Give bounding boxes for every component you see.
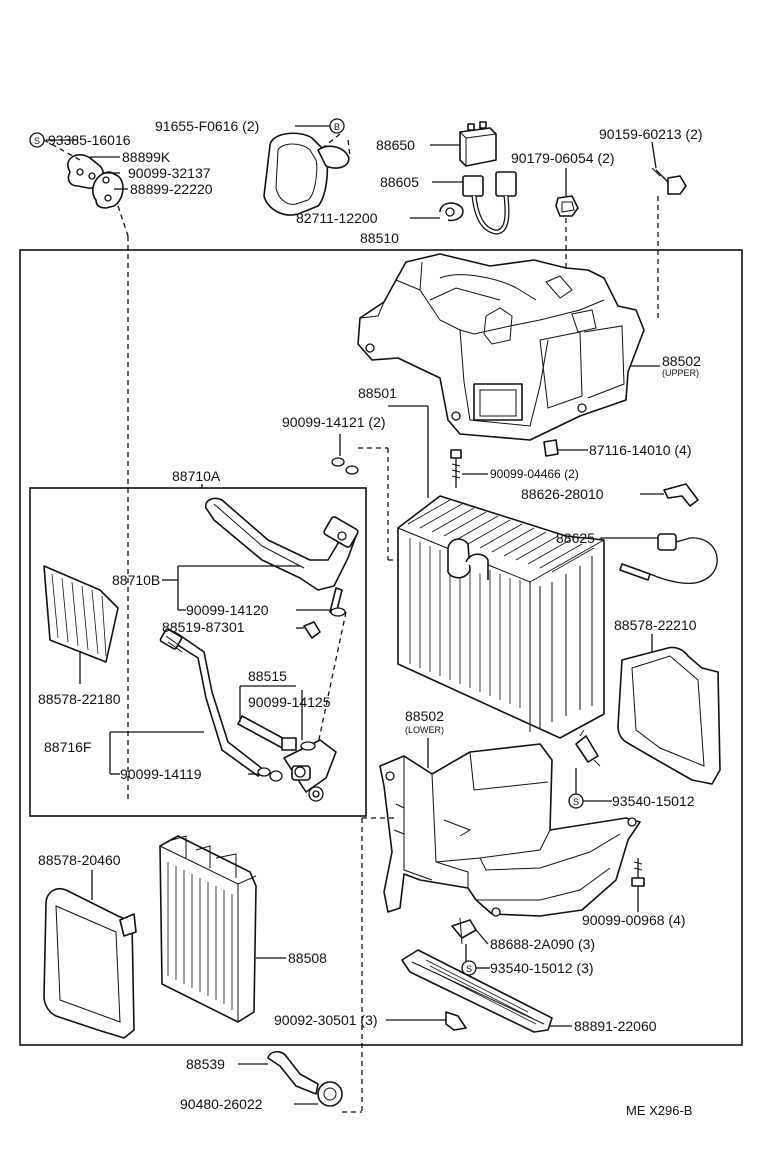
label-90099-14120: 90099-14120 (186, 602, 269, 618)
label-88716f: 88716F (44, 739, 91, 755)
label-88899-22220: 88899-22220 (130, 181, 213, 197)
label-90099-14125: 90099-14125 (248, 694, 331, 710)
label-88891-22060: 88891-22060 (574, 1018, 657, 1034)
label-90099-14119: 90099-14119 (120, 766, 202, 782)
label-88710b: 88710B (112, 572, 160, 588)
label-93385-16016: 93385-16016 (48, 132, 131, 148)
fitting-plate-88899k (67, 154, 104, 189)
label-90099-14121: 90099-14121 (2) (282, 414, 386, 430)
label-88502-upper-sub: (UPPER) (662, 368, 699, 378)
label-93540-15012: 93540-15012 (612, 793, 695, 809)
expansion-valve-88515 (237, 715, 337, 802)
symbol-s-right: S (568, 793, 584, 809)
label-88899k: 88899K (122, 149, 171, 165)
label-88650: 88650 (376, 137, 415, 153)
evaporator-88501 (397, 495, 605, 739)
label-88510: 88510 (360, 230, 399, 246)
label-88578-22180: 88578-22180 (38, 691, 121, 707)
label-88688-2a090: 88688-2A090 (3) (490, 936, 595, 952)
lower-case-88502 (379, 743, 641, 917)
label-90099-04466: 90099-04466 (2) (490, 467, 579, 481)
symbol-b: B (329, 118, 345, 134)
drain-hose-88539 (267, 1050, 319, 1095)
label-90179-06054: 90179-06054 (2) (511, 150, 615, 166)
footer-code: ME X296-B (626, 1103, 692, 1118)
label-88515: 88515 (248, 668, 287, 684)
clip-93540-right (575, 729, 601, 767)
thermistor-88625 (619, 533, 718, 584)
label-88501: 88501 (358, 385, 397, 401)
screw-90099-00968 (631, 858, 645, 887)
label-88605: 88605 (380, 174, 419, 190)
label-88578-22210: 88578-22210 (614, 617, 697, 633)
label-88625: 88625 (556, 530, 595, 546)
o-ring-90099-14120 (330, 607, 346, 617)
symbol-s-label: S (34, 136, 40, 146)
o-ring-90099-14125 (300, 741, 316, 751)
label-90480-26022: 90480-26022 (180, 1096, 263, 1112)
label-90092-30501: 90092-30501 (3) (274, 1012, 378, 1028)
seal-88578-22210 (617, 646, 721, 785)
pipe-88710b (204, 497, 359, 615)
grommet-90480 (317, 1081, 343, 1107)
symbol-b-label: B (334, 122, 340, 132)
label-88519-87301: 88519-87301 (162, 619, 245, 635)
label-88710a: 88710A (172, 468, 221, 484)
label-87116-14010: 87116-14010 (4) (589, 442, 691, 458)
label-88508: 88508 (288, 950, 327, 966)
clip-90179 (555, 195, 579, 217)
main-assembly-frame (19, 249, 743, 1046)
label-88502-lower: 88502 (405, 708, 444, 724)
label-88626-28010: 88626-28010 (521, 486, 604, 502)
filter-88578-22180 (43, 565, 119, 663)
fitting-plate-88899-22220 (92, 171, 124, 209)
clamp-82711 (439, 202, 464, 222)
label-88502-upper: 88502 (662, 353, 701, 369)
clip-88688 (451, 917, 477, 945)
clip-90092 (445, 1011, 467, 1031)
pipe-88716f (159, 628, 265, 777)
label-88539: 88539 (186, 1056, 225, 1072)
upper-case-88502 (357, 253, 645, 441)
label-90099-00968: 90099-00968 (4) (582, 912, 686, 928)
symbol-s-label: S (466, 964, 472, 974)
label-93540-15012-3: 93540-15012 (3) (490, 960, 594, 976)
relay-88650 (459, 121, 497, 167)
screw-90159 (651, 167, 687, 195)
clip-88519 (303, 621, 321, 639)
label-90159-60213: 90159-60213 (2) (599, 126, 703, 142)
label-88578-20460: 88578-20460 (38, 852, 121, 868)
symbol-s-top: S (29, 132, 45, 148)
label-90099-32137: 90099-32137 (128, 165, 211, 181)
bolt-90099-04466 (450, 449, 462, 488)
sensor-clip-88626 (663, 483, 699, 507)
connector-harness-88605 (462, 171, 517, 235)
label-91655-f0616: 91655-F0616 (2) (155, 118, 259, 134)
o-ring-90099-14119 (257, 767, 271, 777)
duct-gasket-91655 (263, 132, 350, 216)
label-88502-lower-sub: (LOWER) (405, 725, 444, 735)
label-82711-12200: 82711-12200 (296, 210, 378, 226)
o-rings-90099-14121 (331, 457, 359, 475)
drain-tray-88891 (401, 949, 553, 1033)
seal-88578-20460 (43, 888, 137, 1039)
grommet-87116 (543, 439, 559, 457)
symbol-s-label: S (573, 797, 579, 807)
inset-frame-88710a (29, 487, 367, 817)
filter-88508 (159, 835, 257, 1023)
